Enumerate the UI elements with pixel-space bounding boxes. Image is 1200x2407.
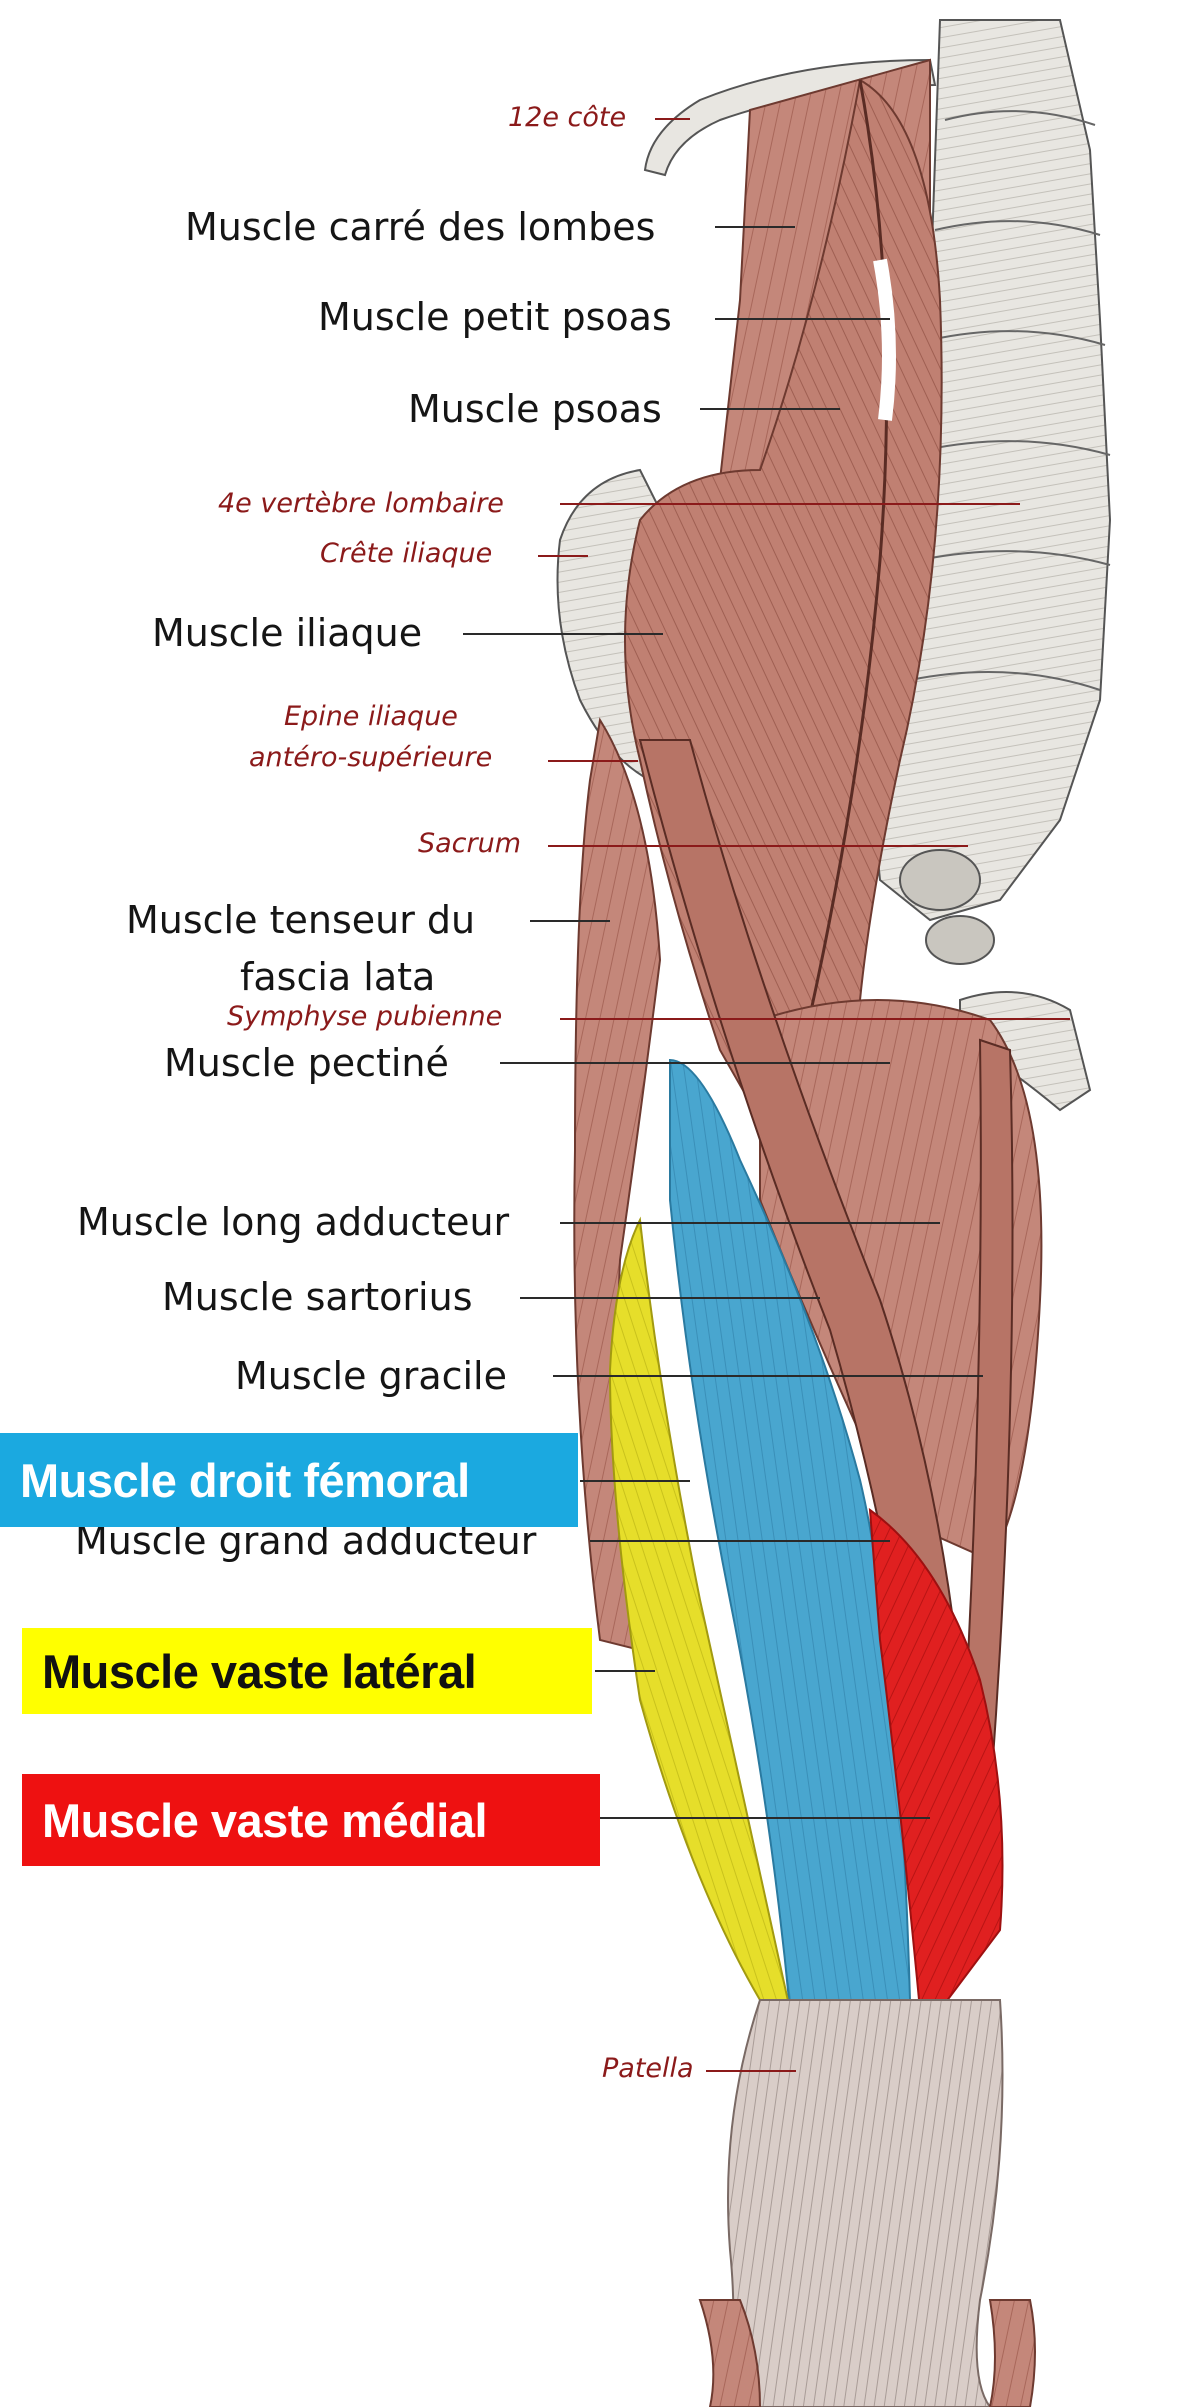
leader-asis xyxy=(548,760,638,762)
leader-iliacus xyxy=(463,633,663,635)
leader-pubic-symphysis xyxy=(560,1018,1070,1020)
leader-adductor-magnus xyxy=(590,1540,890,1542)
highlight-vastus-medialis: Muscle vaste médial xyxy=(22,1774,600,1866)
label-sacrum: Sacrum xyxy=(418,828,522,859)
leader-sacrum xyxy=(548,845,968,847)
label-adductor-magnus: Muscle grand adducteur xyxy=(75,1519,537,1563)
highlight-rectus-femoris: Muscle droit fémoral xyxy=(0,1433,578,1527)
label-iliac-crest: Crête iliaque xyxy=(320,538,493,569)
highlight-rectus-femoris-text: Muscle droit fémoral xyxy=(20,1453,470,1507)
label-pubic-symphysis: Symphyse pubienne xyxy=(227,1001,503,1032)
leader-pectineus xyxy=(500,1062,890,1064)
spine-illustration xyxy=(868,19,1112,965)
label-adductor-longus: Muscle long adducteur xyxy=(77,1200,510,1244)
leader-rectus-femoris xyxy=(580,1480,690,1482)
leader-adductor-longus xyxy=(560,1222,940,1224)
label-asis-line2: antéro-supérieure xyxy=(249,742,493,773)
leader-vastus-medialis xyxy=(600,1817,930,1819)
leader-gracilis xyxy=(553,1375,983,1377)
leader-rib12 xyxy=(655,118,690,120)
vastus-lateralis-highlight xyxy=(608,1216,792,2012)
label-sartorius: Muscle sartorius xyxy=(162,1275,473,1319)
label-rib12: 12e côte xyxy=(508,102,627,133)
vastus-medialis-highlight xyxy=(868,1507,1004,2011)
label-quadratus-lumborum: Muscle carré des lombes xyxy=(185,205,656,249)
leader-lumbar4 xyxy=(560,503,1020,505)
label-patella: Patella xyxy=(602,2053,694,2084)
label-lumbar4: 4e vertèbre lombaire xyxy=(218,488,504,519)
label-psoas-minor: Muscle petit psoas xyxy=(318,295,672,339)
highlight-vastus-medialis-text: Muscle vaste médial xyxy=(42,1793,488,1847)
leader-sartorius xyxy=(520,1297,820,1299)
leader-quadratus xyxy=(715,226,795,228)
leader-iliac-crest xyxy=(538,555,588,557)
label-tfl-line1: Muscle tenseur du xyxy=(126,898,476,942)
label-tfl-line2: fascia lata xyxy=(240,955,436,999)
knee-tendon-region xyxy=(718,1999,1004,2407)
adductor-group-muscle xyxy=(759,999,1043,1562)
leader-psoas xyxy=(700,408,840,410)
leader-vastus-lateralis xyxy=(595,1670,655,1672)
leader-tfl xyxy=(530,920,610,922)
leader-psoas-minor xyxy=(715,318,890,320)
label-iliacus: Muscle iliaque xyxy=(152,611,423,655)
label-asis-line1: Epine iliaque xyxy=(284,701,458,732)
highlight-vastus-lateralis-text: Muscle vaste latéral xyxy=(42,1644,477,1698)
leader-patella xyxy=(706,2070,796,2072)
highlight-vastus-lateralis: Muscle vaste latéral xyxy=(22,1628,592,1714)
label-psoas: Muscle psoas xyxy=(408,387,662,431)
label-pectineus: Muscle pectiné xyxy=(164,1041,449,1085)
label-gracilis: Muscle gracile xyxy=(235,1354,507,1398)
